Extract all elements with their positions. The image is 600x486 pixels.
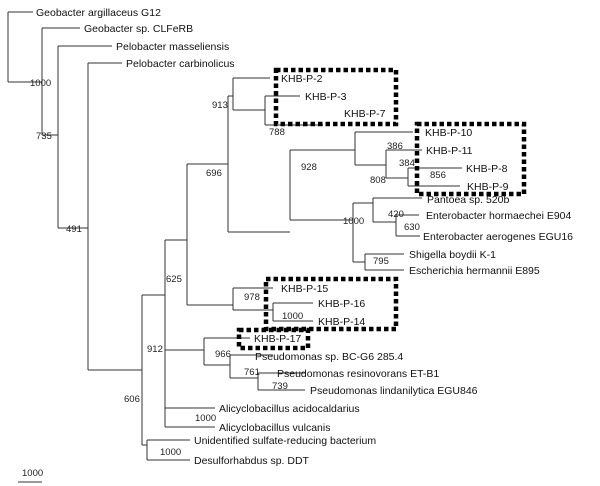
taxon-label: Enterobacter aerogenes EGU16 xyxy=(423,231,573,243)
bootstrap-value: 1000 xyxy=(343,216,364,227)
bootstrap-value: 696 xyxy=(206,168,222,179)
taxon-label: Pseudomonas lindanilytica EGU846 xyxy=(310,385,478,397)
bootstrap-value: 761 xyxy=(244,367,260,378)
taxon-label: Escherichia hermannii E895 xyxy=(409,265,540,277)
bootstrap-value: 1000 xyxy=(282,311,303,322)
bootstrap-value: 1000 xyxy=(195,413,216,424)
bootstrap-value: 808 xyxy=(370,175,386,186)
taxon-label: KHB-P-15 xyxy=(281,283,328,295)
taxon-label: Pelobacter carbinolicus xyxy=(126,58,235,70)
scale-bar-label: 1000 xyxy=(22,468,43,479)
bootstrap-value: 788 xyxy=(269,127,285,138)
taxon-label: Alicyclobacillus acidocaldarius xyxy=(219,403,360,415)
taxon-label: Alicyclobacillus vulcanis xyxy=(219,422,330,434)
bootstrap-value: 928 xyxy=(301,162,317,173)
taxon-label: Geobacter argillaceus G12 xyxy=(36,7,161,19)
taxon-label: Shigella boydii K-1 xyxy=(409,249,496,261)
bootstrap-value: 630 xyxy=(404,222,420,233)
tree-branches xyxy=(7,11,462,461)
bootstrap-value: 739 xyxy=(272,381,288,392)
box-khb-10-11-8-9 xyxy=(414,121,527,197)
taxon-label: KHB-P-8 xyxy=(466,163,508,175)
taxon-label: KHB-P-17 xyxy=(254,333,301,345)
bootstrap-value: 420 xyxy=(388,209,404,220)
bootstrap-value: 966 xyxy=(215,349,231,360)
taxon-label: Desulforhabdus sp. DDT xyxy=(194,455,310,467)
bootstrap-value: 491 xyxy=(66,224,82,235)
taxon-labels: Geobacter argillaceus G12 Geobacter sp. … xyxy=(36,7,573,467)
taxon-label: Geobacter sp. CLFeRB xyxy=(84,23,193,35)
bootstrap-value: 856 xyxy=(430,170,446,181)
taxon-label: KHB-P-7 xyxy=(344,108,386,120)
box-khb-2-3-7 xyxy=(273,67,399,127)
box-khb-17 xyxy=(236,327,311,351)
taxon-label: KHB-P-2 xyxy=(281,73,323,85)
bootstrap-value: 735 xyxy=(36,131,52,142)
bootstrap-value: 795 xyxy=(373,256,389,267)
bootstrap-values: 1000 735 491 913 788 928 386 384 856 808… xyxy=(30,78,446,458)
taxon-label: Pseudomonas resinovorans ET-B1 xyxy=(277,368,439,380)
taxon-label: KHB-P-3 xyxy=(305,91,347,103)
taxon-label: KHB-P-14 xyxy=(318,316,365,328)
taxon-label: KHB-P-10 xyxy=(425,127,472,139)
taxon-label: Pseudomonas sp. BC-G6 285.4 xyxy=(255,351,403,363)
taxon-label: Pelobacter masseliensis xyxy=(116,41,229,53)
bootstrap-value: 913 xyxy=(212,100,228,111)
bootstrap-value: 978 xyxy=(244,292,260,303)
bootstrap-value: 384 xyxy=(399,158,415,169)
taxon-label: Pantoea sp. 520b xyxy=(427,194,509,206)
bootstrap-value: 386 xyxy=(387,141,403,152)
taxon-label: Unidentified sulfate-reducing bacterium xyxy=(194,435,376,447)
bootstrap-value: 625 xyxy=(166,274,182,285)
bootstrap-value: 1000 xyxy=(160,447,181,458)
bootstrap-value: 912 xyxy=(147,344,163,355)
taxon-label: KHB-P-16 xyxy=(318,298,365,310)
highlight-boxes xyxy=(236,67,527,351)
taxon-label: KHB-P-11 xyxy=(426,145,473,157)
bootstrap-value: 1000 xyxy=(30,78,51,89)
taxon-label: KHB-P-9 xyxy=(467,181,509,193)
scale-bar: 1000 xyxy=(18,468,43,483)
taxon-label: Enterobacter hormaechei E904 xyxy=(426,210,571,222)
bootstrap-value: 606 xyxy=(124,394,140,405)
